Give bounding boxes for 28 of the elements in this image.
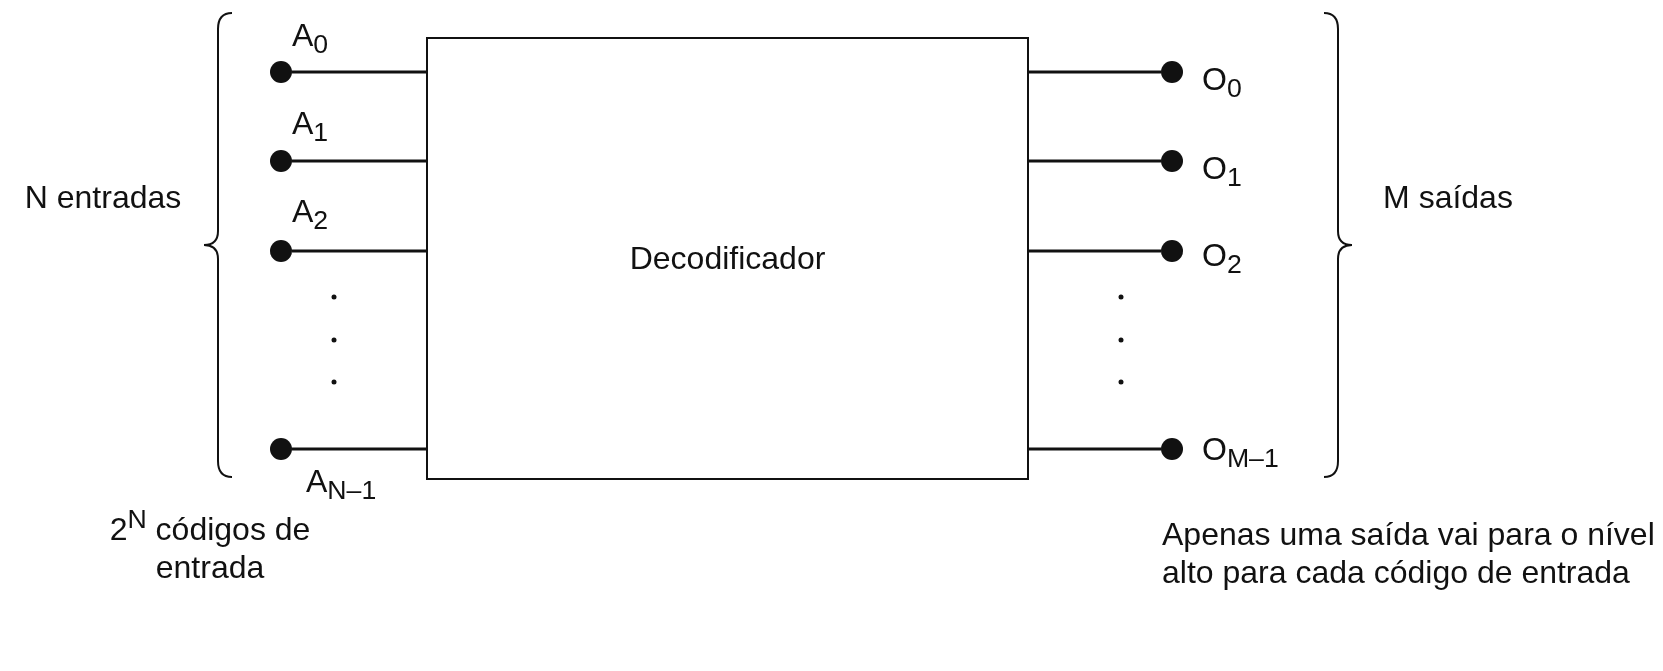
terminal-dot <box>270 240 292 262</box>
pin-label: A$_{2}$ <box>292 192 329 238</box>
connection-line <box>292 249 426 253</box>
pin-label: O$_{2}$ <box>1202 236 1242 282</box>
connection-line <box>292 447 426 451</box>
connection-line <box>292 159 426 163</box>
connection-line <box>1029 447 1161 451</box>
terminal-dot <box>270 438 292 460</box>
terminal-dot <box>270 150 292 172</box>
terminal-dot <box>1161 61 1183 83</box>
pin-label: A$_{0}$ <box>292 16 329 62</box>
terminal-dot <box>1161 150 1183 172</box>
terminal-dot <box>1161 438 1183 460</box>
pin-label: A$_{1}$ <box>292 104 329 150</box>
connection-line <box>1029 249 1161 253</box>
connection-line <box>292 70 426 74</box>
connection-line <box>1029 70 1161 74</box>
connection-line <box>1029 159 1161 163</box>
terminal-dot <box>1161 240 1183 262</box>
annotation-text: M saídas <box>1382 178 1514 216</box>
decoder-box <box>426 37 1029 480</box>
annotation-text: Apenas uma saída vai para o nível alto para cada código de entrada <box>1162 515 1656 591</box>
pin-label: O$_{M–1}$ <box>1202 430 1279 476</box>
pin-label: O$_{1}$ <box>1202 149 1242 195</box>
terminal-dot <box>270 61 292 83</box>
pin-label: O$_{0}$ <box>1202 60 1242 106</box>
box-title: Decodificador <box>629 240 826 277</box>
annotation-text: N entradas <box>23 178 183 216</box>
